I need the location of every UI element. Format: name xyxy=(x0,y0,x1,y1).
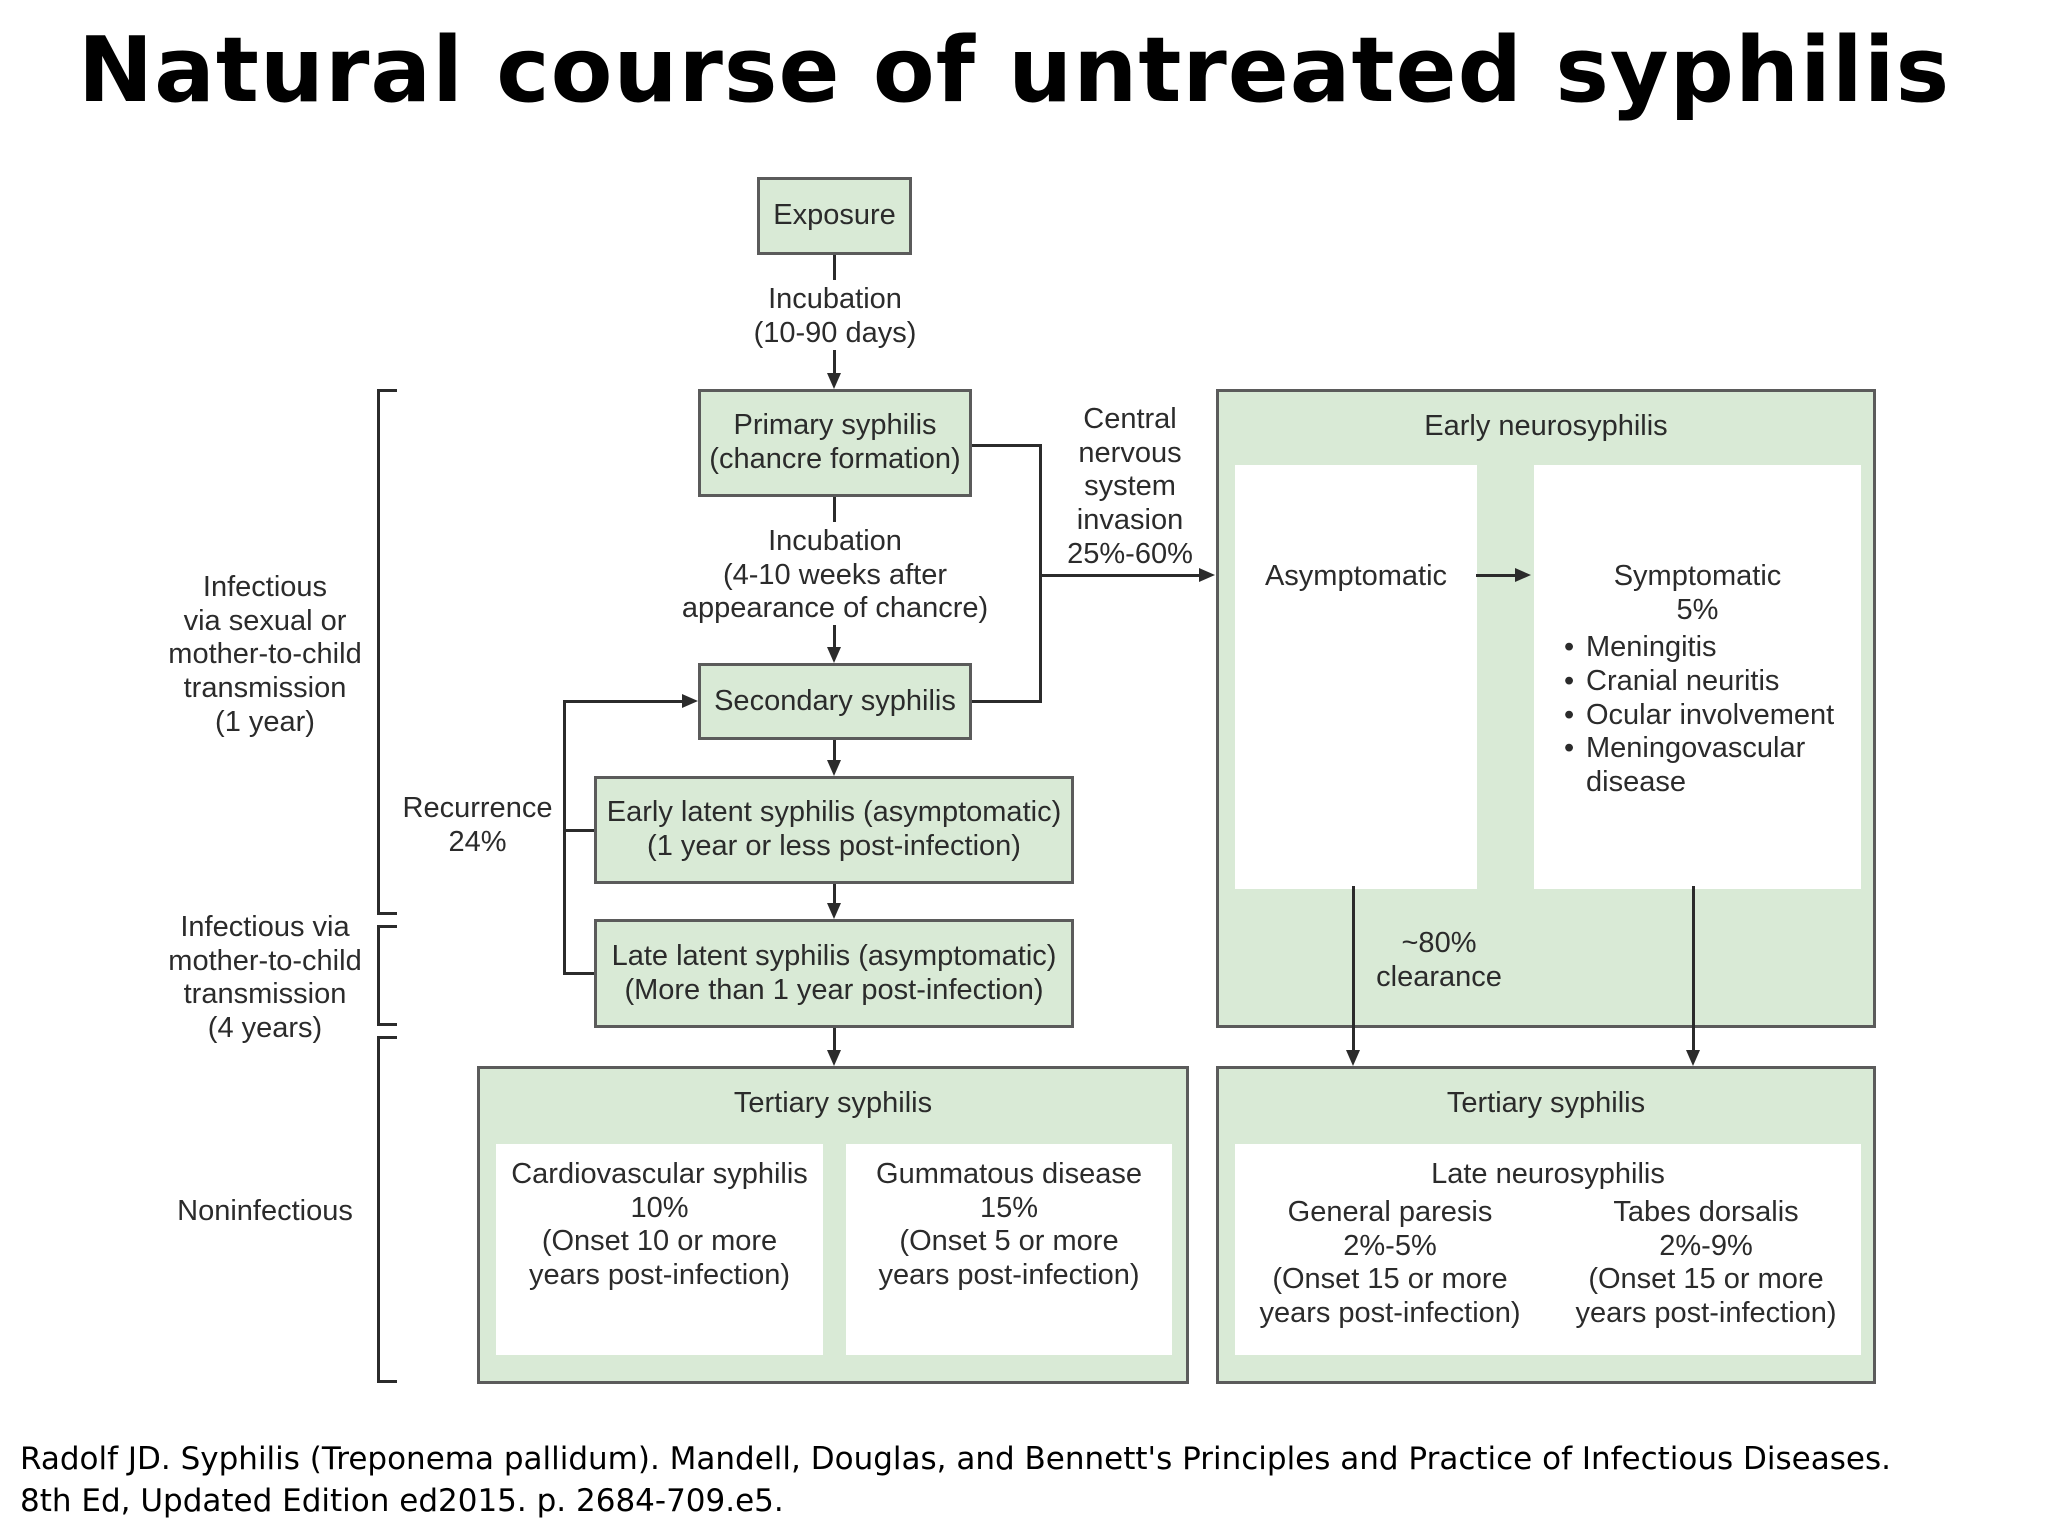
arrowhead-to-tertiary-left xyxy=(827,1050,841,1066)
recurrence-label: Recurrence 24% xyxy=(402,792,553,858)
bracket-3-vertical xyxy=(377,1036,380,1383)
incubation-1-label: Incubation (10-90 days) xyxy=(753,283,917,349)
connector-asym-tertiary xyxy=(1352,886,1355,1051)
connector-secondary-early-latent xyxy=(833,740,836,761)
recurrence-loop-vertical xyxy=(563,700,566,975)
recurrence-from-late-latent xyxy=(563,972,594,975)
symptomatic-box: Symptomatic 5% Meningitis Cranial neurit… xyxy=(1534,465,1861,889)
connector-cns-to-neuro xyxy=(1039,574,1199,577)
bracket-1-vertical xyxy=(377,389,380,915)
recurrence-loop-top xyxy=(563,700,683,703)
bracket-1-top xyxy=(377,389,397,392)
asymptomatic-box: Asymptomatic xyxy=(1235,465,1477,889)
tertiary-right-title: Tertiary syphilis xyxy=(1446,1087,1646,1119)
exposure-label: Exposure xyxy=(773,199,896,232)
bracket-2-top xyxy=(377,925,397,928)
connector-early-late-latent xyxy=(833,884,836,904)
connector-primary-right xyxy=(972,444,1041,447)
late-latent-box: Late latent syphilis (asymptomatic) (Mor… xyxy=(594,919,1074,1028)
connector-exposure-incubation xyxy=(833,255,836,280)
late-neurosyphilis-box: Late neurosyphilis General paresis 2%-5%… xyxy=(1235,1144,1861,1355)
noninfectious-label: Noninfectious xyxy=(177,1195,353,1227)
arrowhead-to-primary xyxy=(827,373,841,389)
connector-cns-vertical xyxy=(1039,444,1042,703)
infectious-2-label: Infectious via mother-to-child transmiss… xyxy=(168,911,362,1044)
exposure-box: Exposure xyxy=(757,177,912,255)
primary-syphilis-sub: (chancre formation) xyxy=(709,443,961,475)
arrowhead-sym-tertiary xyxy=(1686,1050,1700,1066)
connector-secondary-right xyxy=(972,700,1041,703)
tertiary-syphilis-right-panel: Tertiary syphilis Late neurosyphilis Gen… xyxy=(1216,1066,1876,1384)
arrowhead-recurrence xyxy=(682,694,698,708)
connector-incubation-primary xyxy=(833,350,836,374)
early-latent-box: Early latent syphilis (asymptomatic) (1 … xyxy=(594,776,1074,884)
primary-syphilis-label: Primary syphilis xyxy=(733,409,937,442)
arrowhead-to-late-latent xyxy=(827,903,841,919)
arrowhead-to-early-latent xyxy=(827,760,841,776)
cns-invasion-label: Central nervous system invasion 25%-60% xyxy=(1067,403,1193,570)
symptom-list: Meningitis Cranial neuritis Ocular invol… xyxy=(1564,631,1861,799)
bracket-1-bottom xyxy=(377,912,397,915)
connector-asym-sym xyxy=(1476,574,1516,577)
tertiary-left-title: Tertiary syphilis xyxy=(733,1087,933,1119)
general-paresis-text: General paresis 2%-5% (Onset 15 or more … xyxy=(1259,1196,1521,1329)
tertiary-syphilis-left-panel: Tertiary syphilis Cardiovascular syphili… xyxy=(477,1066,1189,1384)
arrowhead-asym-tertiary xyxy=(1346,1050,1360,1066)
symptom-item: Meningitis xyxy=(1564,631,1861,665)
cardiovascular-box: Cardiovascular syphilis 10% (Onset 10 or… xyxy=(496,1144,823,1355)
recurrence-from-early-latent xyxy=(563,829,594,832)
arrowhead-to-secondary xyxy=(827,647,841,663)
connector-late-latent-tertiary xyxy=(833,1028,836,1051)
clearance-label: ~80% clearance xyxy=(1376,927,1502,993)
citation: Radolf JD. Syphilis (Treponema pallidum)… xyxy=(20,1441,1891,1520)
bracket-3-top xyxy=(377,1036,397,1039)
primary-syphilis-box: Primary syphilis (chancre formation) xyxy=(698,389,972,497)
arrowhead-to-symptomatic xyxy=(1515,568,1531,582)
symptom-item: Meningovascular disease xyxy=(1564,732,1816,799)
infectious-1-label: Infectious via sexual or mother-to-child… xyxy=(168,571,362,738)
page-title: Natural course of untreated syphilis xyxy=(77,18,1951,123)
tabes-dorsalis-text: Tabes dorsalis 2%-9% (Onset 15 or more y… xyxy=(1575,1196,1837,1329)
symptom-item: Ocular involvement xyxy=(1564,699,1861,733)
secondary-syphilis-label: Secondary syphilis xyxy=(714,684,956,717)
arrowhead-to-early-neuro xyxy=(1199,568,1215,582)
incubation-2-label: Incubation (4-10 weeks after appearance … xyxy=(681,525,989,625)
connector-incubation2-secondary xyxy=(833,625,836,648)
bracket-3-bottom xyxy=(377,1380,397,1383)
early-neurosyphilis-title: Early neurosyphilis xyxy=(1424,410,1668,442)
secondary-syphilis-box: Secondary syphilis xyxy=(698,663,972,740)
connector-primary-incubation2 xyxy=(833,497,836,522)
bracket-2-vertical xyxy=(377,925,380,1026)
bracket-2-bottom xyxy=(377,1023,397,1026)
gummatous-box: Gummatous disease 15% (Onset 5 or more y… xyxy=(846,1144,1172,1355)
connector-sym-tertiary xyxy=(1692,886,1695,1051)
symptom-item: Cranial neuritis xyxy=(1564,665,1861,699)
late-neurosyphilis-title: Late neurosyphilis xyxy=(1431,1158,1665,1190)
early-neurosyphilis-panel: Early neurosyphilis Asymptomatic Symptom… xyxy=(1216,389,1876,1028)
